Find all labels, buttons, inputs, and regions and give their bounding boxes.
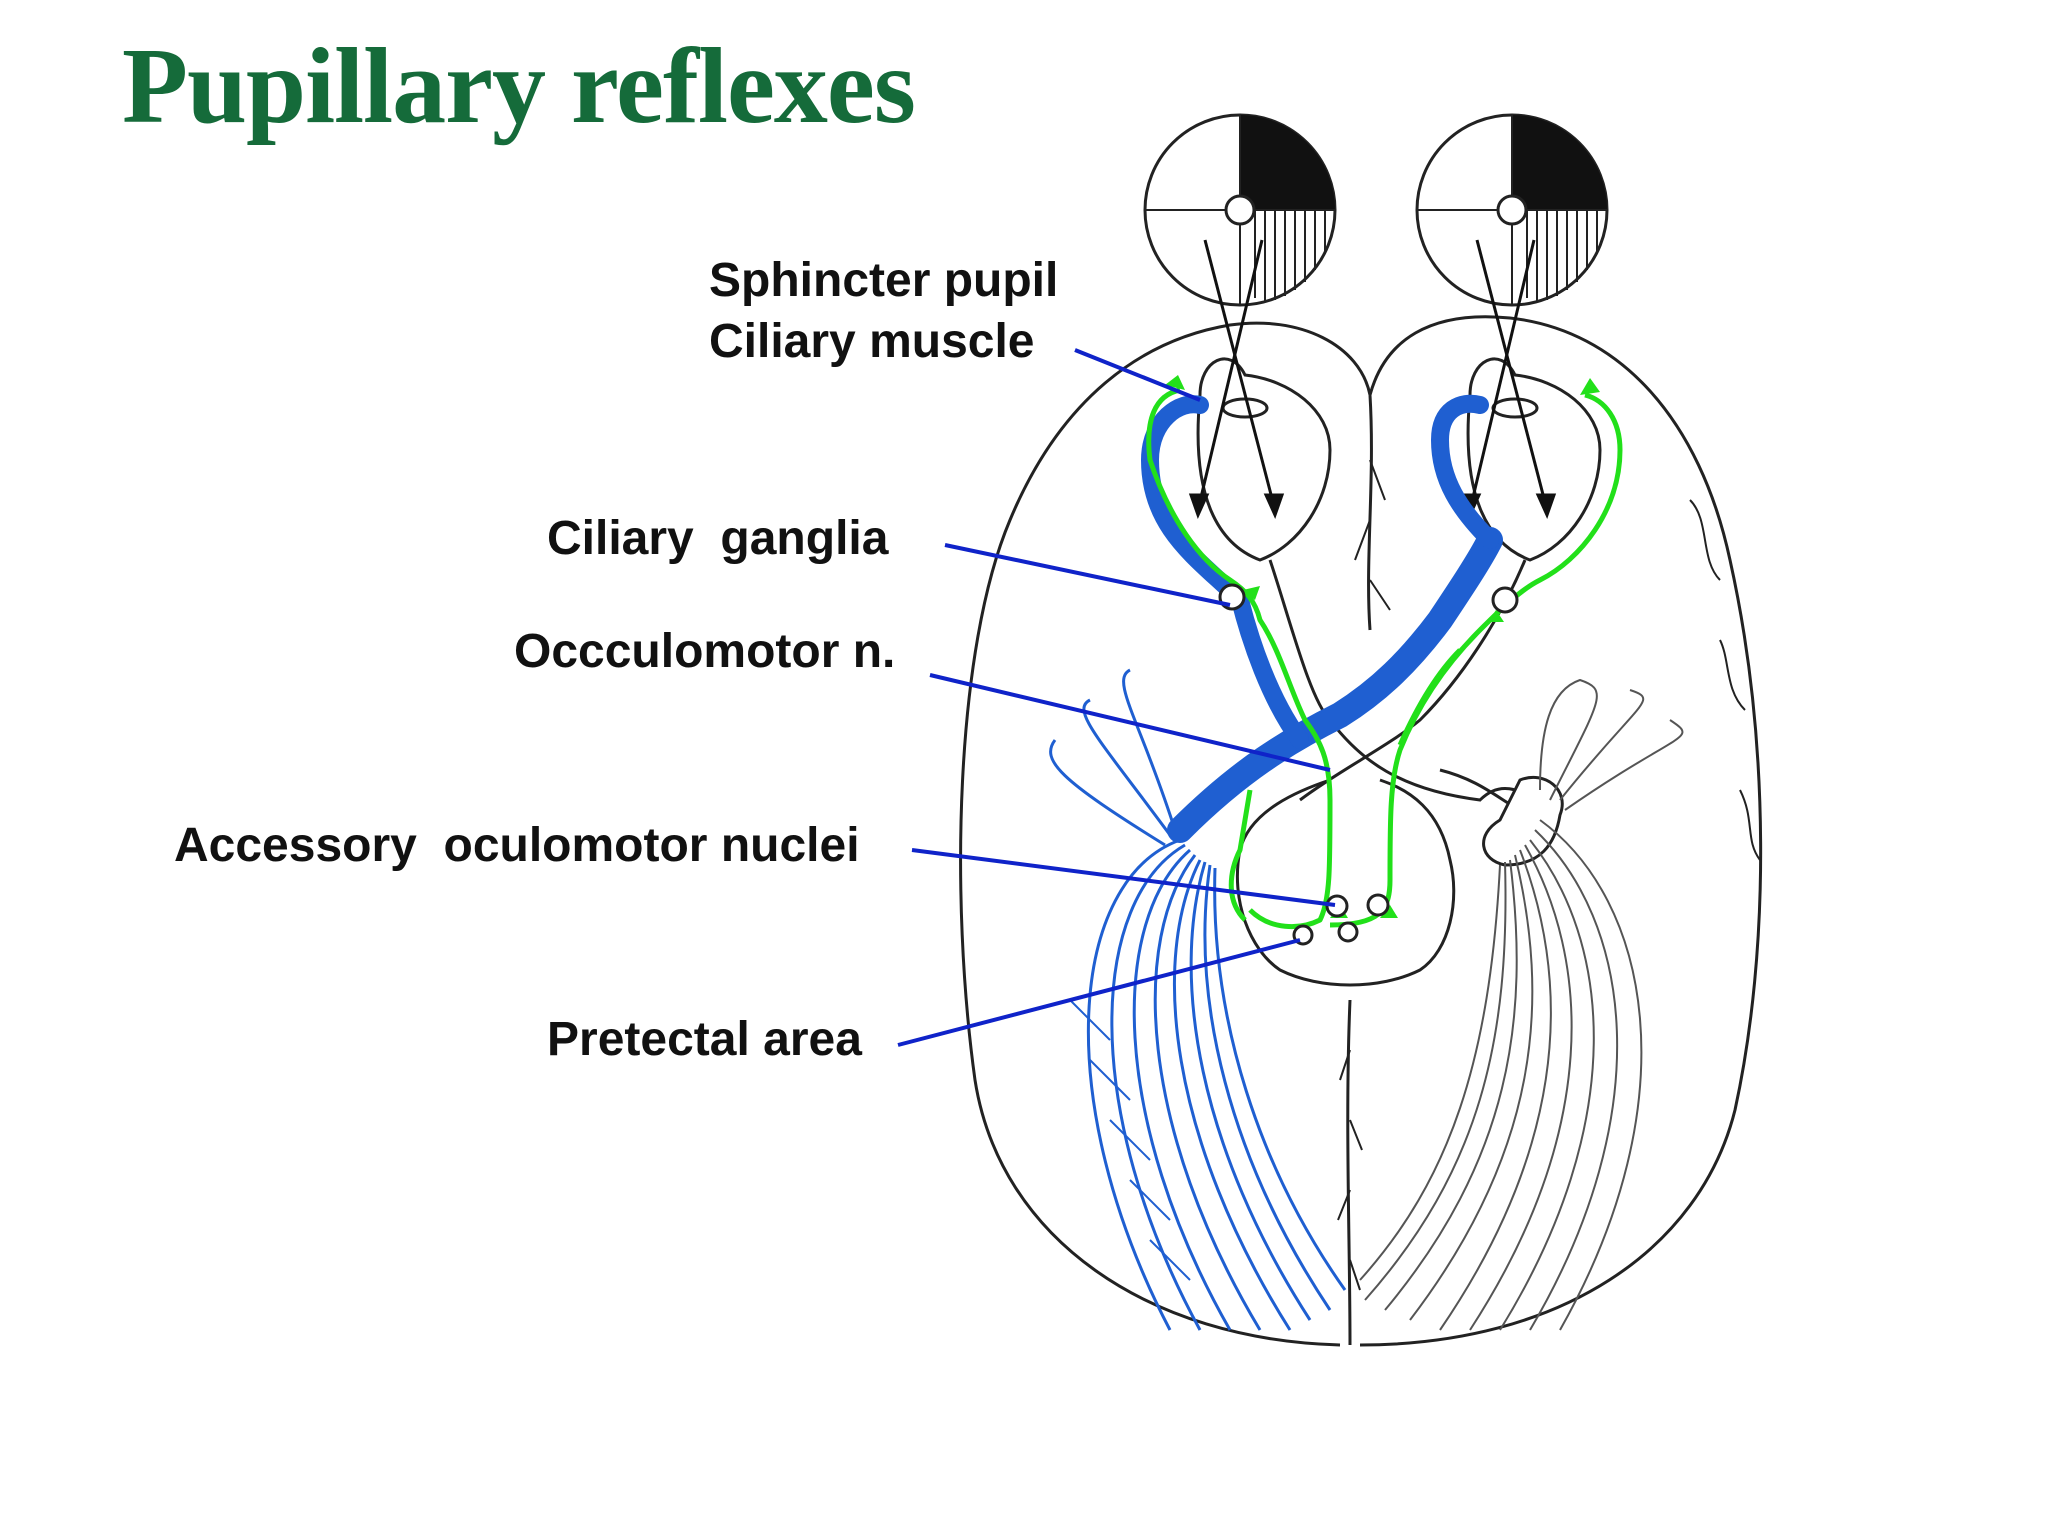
left-eyeball [1196, 357, 1332, 562]
right-lateral-geniculate [1482, 775, 1564, 867]
right-visual-field [1415, 113, 1609, 307]
label-sphincter-pupil: Sphincter pupil [709, 254, 1059, 307]
oculomotor-nerve [1140, 394, 1503, 843]
label-pretectal-area: Pretectal area [547, 1013, 862, 1066]
pupillary-light-pathway [1146, 387, 1623, 930]
leader-pretectal [897, 938, 1301, 1047]
right-optic-radiation [1359, 678, 1684, 1331]
slide-title: Pupillary reflexes [122, 27, 916, 146]
label-oculomotor-nerve: Occculomotor n. [514, 625, 896, 678]
leader-accessory-nuclei [911, 848, 1336, 907]
left-visual-field [1143, 113, 1337, 307]
right-ciliary-ganglion [1491, 586, 1519, 614]
leader-lines [897, 348, 1336, 1047]
right-accessory-nucleus [1366, 893, 1390, 917]
optic-pathway [1235, 559, 1536, 987]
pretectal-nucleus-right [1337, 921, 1359, 943]
label-ciliary-ganglia: Ciliary ganglia [547, 512, 889, 565]
light-rays [1188, 239, 1557, 520]
brain-outline [959, 315, 1763, 1347]
leader-ciliary-ganglia [944, 543, 1231, 607]
label-ciliary-muscle: Ciliary muscle [709, 315, 1035, 368]
leader-oculomotor [929, 673, 1331, 772]
left-accessory-nucleus [1325, 894, 1349, 918]
left-optic-radiation [1049, 668, 1347, 1331]
leader-ciliary-muscle [1074, 348, 1201, 402]
label-accessory-oculomotor-nuclei: Accessory oculomotor nuclei [174, 819, 860, 872]
ganglia-and-nuclei [1218, 583, 1519, 946]
